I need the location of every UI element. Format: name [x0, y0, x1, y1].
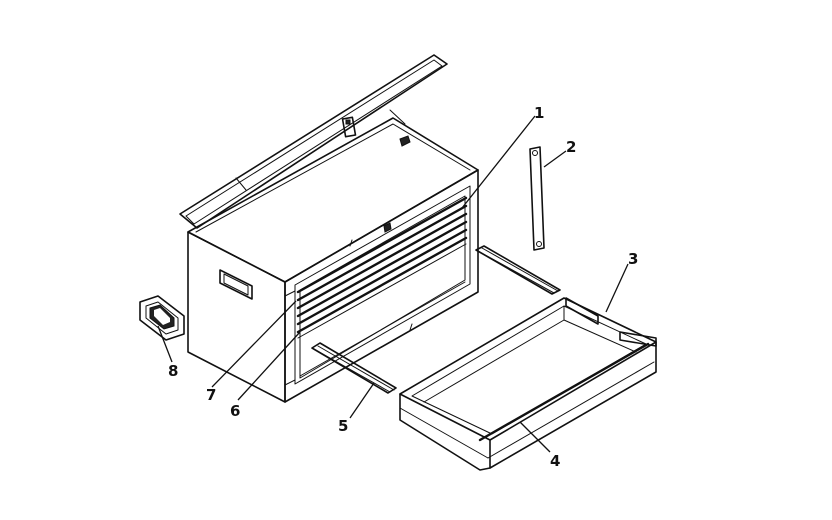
leader-3: [605, 263, 629, 313]
leader-1: [461, 115, 536, 209]
leader-6: [237, 331, 301, 401]
leader-2: [543, 150, 567, 168]
leader-lines: [157, 115, 629, 453]
leader-5: [349, 382, 375, 419]
chest-body: [187, 117, 479, 403]
leader-7: [211, 300, 297, 388]
callout-3: 3: [628, 250, 638, 268]
drawer-slide-upper: [475, 245, 561, 295]
callout-2: 2: [566, 138, 576, 156]
callout-8: 8: [168, 362, 178, 380]
lid-stay-part: [529, 146, 545, 251]
drawer-slide-lower: [311, 342, 397, 394]
leader-8: [157, 325, 173, 363]
callout-5: 5: [338, 417, 348, 435]
chest-lid: [179, 54, 448, 229]
callout-1: 1: [534, 104, 544, 122]
side-handle-slot: [219, 269, 253, 300]
drawer-stack: [296, 196, 468, 377]
callout-labels: 1 2 3 4 5 6 7 8: [168, 104, 638, 470]
callout-6: 6: [230, 402, 240, 420]
drawer-tray: [399, 297, 657, 471]
handle-part: [139, 295, 185, 341]
callout-4: 4: [550, 452, 560, 470]
callout-7: 7: [206, 386, 216, 404]
leader-4: [519, 421, 551, 453]
